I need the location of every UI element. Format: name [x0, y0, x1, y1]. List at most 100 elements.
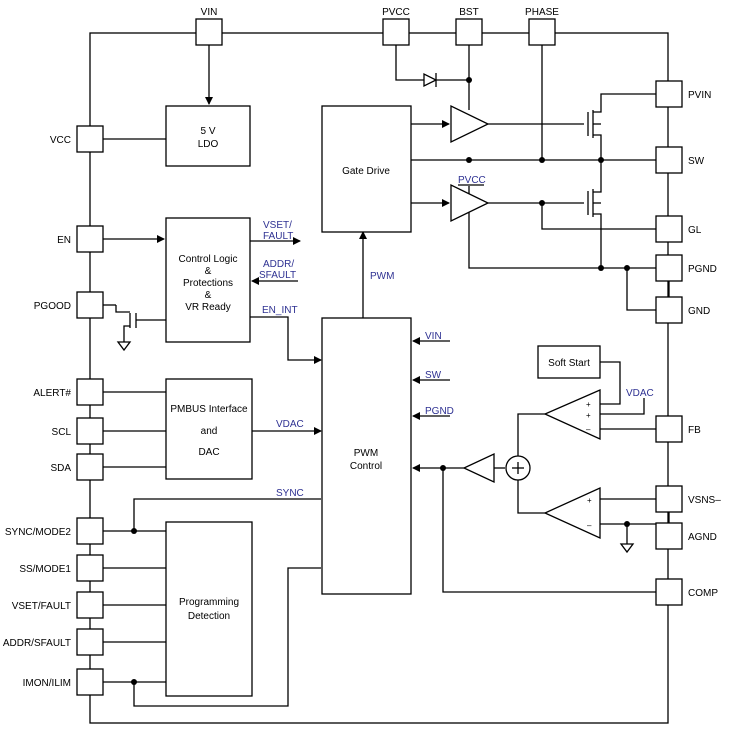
label-gl: GL: [688, 225, 702, 236]
label-addr-sfault: ADDR/SFAULT: [3, 638, 71, 649]
sig-pwm: PWM: [370, 271, 394, 282]
pins: [76, 18, 683, 696]
low-side-driver: [450, 183, 490, 223]
diode: [423, 72, 438, 88]
label-vset-fault: VSET/FAULT: [12, 601, 71, 612]
sig-sw: SW: [425, 370, 442, 381]
pin-gl: [655, 215, 683, 243]
sig-vdac-amp: VDAC: [626, 388, 654, 399]
label-pgood: PGOOD: [34, 301, 71, 312]
ctrl-label-1: Control Logic: [179, 254, 238, 265]
pmbus-label-2: and: [201, 426, 218, 437]
sig-vin: VIN: [425, 331, 442, 342]
pin-scl: [76, 417, 104, 445]
pin-fb: [655, 415, 683, 443]
ldo-block: 5 V LDO: [165, 105, 251, 167]
label-sw: SW: [688, 156, 705, 167]
signal-labels: VSET/ FAULT ADDR/ SFAULT EN_INT PWM PVCC…: [259, 175, 654, 499]
pin-en: [76, 225, 104, 253]
pin-pgood: [76, 291, 104, 319]
prog-label-2: Detection: [188, 611, 230, 622]
pin-vin: [195, 18, 223, 46]
sa-minus: –: [587, 521, 592, 530]
pin-gnd: [655, 296, 683, 324]
label-vcc: VCC: [50, 135, 71, 146]
label-vin: VIN: [201, 7, 218, 18]
pin-phase: [528, 18, 556, 46]
ctrl-label-4: &: [205, 290, 212, 301]
pin-vcc: [76, 125, 104, 153]
pin-ss-mode1: [76, 554, 104, 582]
pin-bst: [455, 18, 483, 46]
label-imon-ilim: IMON/ILIM: [23, 678, 71, 689]
pin-labels: VIN PVCC BST PHASE VCC EN PGOOD ALERT# S…: [3, 7, 721, 689]
label-pgnd: PGND: [688, 264, 717, 275]
ea-minus: –: [586, 425, 591, 434]
pin-pvcc: [382, 18, 410, 46]
gate-drive-block: Gate Drive: [321, 105, 412, 233]
pmbus-block: PMBUS Interface and DAC: [165, 378, 253, 480]
sig-vset-fault-2: FAULT: [263, 231, 293, 242]
pin-comp: [655, 578, 683, 606]
pin-pgnd: [655, 254, 683, 282]
label-sda: SDA: [50, 463, 71, 474]
ctrl-label-2: &: [205, 266, 212, 277]
pin-pvin: [655, 80, 683, 108]
sig-addr-sfault-2: SFAULT: [259, 270, 296, 281]
pmbus-label-3: DAC: [198, 447, 219, 458]
label-scl: SCL: [52, 427, 72, 438]
ctrl-label-5: VR Ready: [185, 302, 231, 313]
comp-buffer: [462, 452, 495, 484]
pin-sw: [655, 146, 683, 174]
label-sync-mode2: SYNC/MODE2: [5, 527, 72, 538]
high-side-driver: [450, 104, 490, 144]
control-logic-block: Control Logic & Protections & VR Ready: [165, 217, 251, 343]
ldo-label-1: 5 V: [200, 126, 215, 137]
label-bst: BST: [459, 7, 478, 18]
junction-dots: [131, 77, 630, 685]
label-comp: COMP: [688, 588, 718, 599]
ea-plus-2: +: [586, 411, 591, 420]
soft-start-block: Soft Start: [537, 345, 601, 379]
label-fb: FB: [688, 425, 701, 436]
label-ss-mode1: SS/MODE1: [19, 564, 71, 575]
pwm-control-block: PWM Control: [321, 317, 412, 595]
label-pvin: PVIN: [688, 90, 711, 101]
label-pvcc: PVCC: [382, 7, 410, 18]
pin-sync-mode2: [76, 517, 104, 545]
pin-agnd: [655, 522, 683, 550]
pin-alert: [76, 378, 104, 406]
label-agnd: AGND: [688, 532, 717, 543]
pin-addr-sfault: [76, 628, 104, 656]
pin-sda: [76, 453, 104, 481]
label-alert: ALERT#: [33, 388, 71, 399]
pin-vsns: [655, 485, 683, 513]
sig-vdac: VDAC: [276, 419, 304, 430]
sig-vset-fault-1: VSET/: [263, 220, 292, 231]
pmbus-label-1: PMBUS Interface: [170, 404, 248, 415]
chip-outline: [89, 32, 669, 724]
pin-imon-ilim: [76, 668, 104, 696]
sig-pgnd: PGND: [425, 406, 454, 417]
error-amplifier: + + –: [543, 389, 601, 441]
wires: [103, 45, 670, 707]
pwm-label-2: Control: [350, 461, 382, 472]
label-gnd: GND: [688, 306, 710, 317]
sig-sync: SYNC: [276, 488, 304, 499]
sense-amplifier: + –: [543, 486, 601, 540]
sa-plus: +: [587, 496, 592, 505]
pwm-label-1: PWM: [354, 448, 378, 459]
summing-node: [505, 455, 531, 481]
prog-label-1: Programming: [179, 597, 239, 608]
ldo-label-2: LDO: [198, 139, 219, 150]
ctrl-label-3: Protections: [183, 278, 233, 289]
soft-start-label: Soft Start: [548, 358, 590, 369]
label-vsns: VSNS–: [688, 495, 721, 506]
label-en: EN: [57, 235, 71, 246]
pin-vset-fault: [76, 591, 104, 619]
programming-detection-block: Programming Detection: [165, 521, 253, 697]
gate-drive-label: Gate Drive: [342, 166, 390, 177]
sig-pvcc: PVCC: [458, 175, 486, 186]
ea-plus-1: +: [586, 400, 591, 409]
